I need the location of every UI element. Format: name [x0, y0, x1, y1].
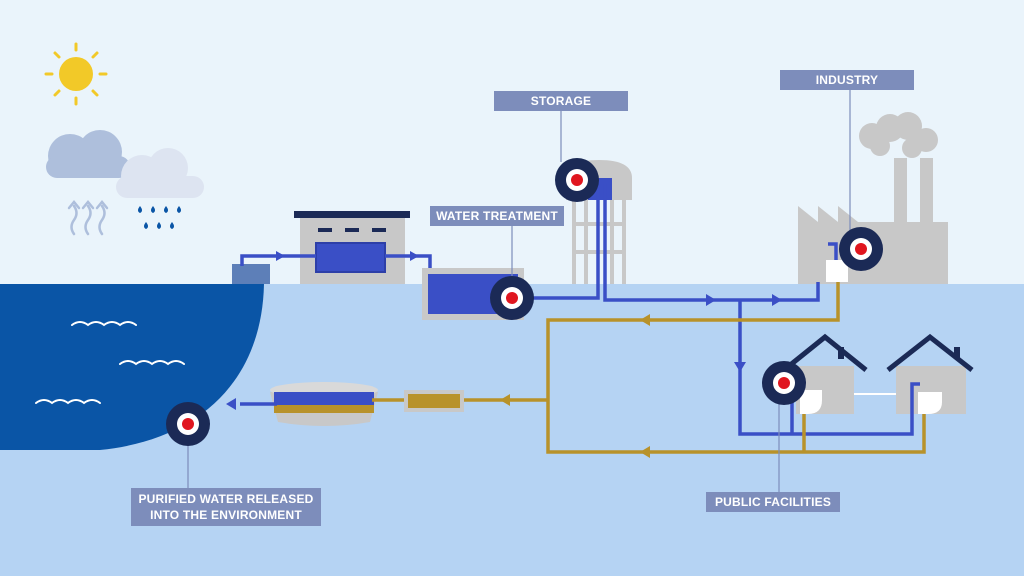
house-icon — [886, 333, 974, 414]
industry-label: INDUSTRY — [780, 70, 914, 90]
purified-water-label-line1: PURIFIED WATER RELEASED — [138, 492, 314, 506]
public-facilities-label: PUBLIC FACILITIES — [706, 492, 840, 512]
location-marker-icon — [762, 361, 806, 405]
rain-icon — [138, 206, 181, 229]
evaporation-icon — [67, 200, 109, 236]
location-marker-icon — [166, 402, 210, 446]
sun-icon — [44, 42, 108, 106]
clean-water-pipes — [240, 184, 920, 436]
location-marker-icon — [555, 158, 599, 202]
pumping-station — [294, 211, 410, 284]
clean-water-arrows — [226, 251, 782, 410]
label-leader-lines — [187, 90, 851, 492]
purified-water-label: PURIFIED WATER RELEASED INTO THE ENVIRON… — [131, 488, 321, 526]
wastewater-arrows — [500, 314, 650, 458]
water-treatment-label: WATER TREATMENT — [430, 206, 564, 226]
location-marker-icon — [839, 227, 883, 271]
cloud-icon — [116, 148, 204, 198]
purified-water-label-line2: INTO THE ENVIRONMENT — [150, 508, 302, 522]
clarifier-tank — [270, 382, 378, 426]
cloud-icon — [46, 130, 130, 178]
filter-unit — [404, 390, 464, 412]
storage-label: STORAGE — [494, 91, 628, 111]
lake-waves — [35, 321, 185, 405]
house-icon — [782, 333, 868, 414]
industry-sink — [826, 260, 848, 282]
intake-box — [232, 264, 270, 284]
location-marker-icon — [490, 276, 534, 320]
